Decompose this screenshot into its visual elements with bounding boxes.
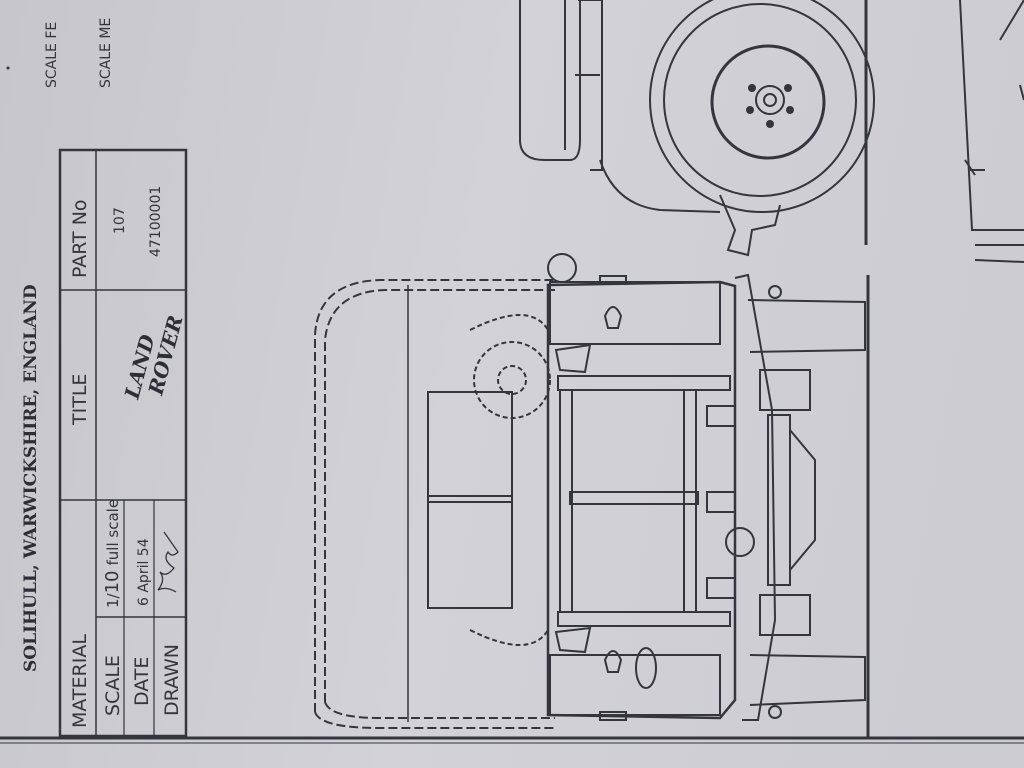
title-block: MATERIAL SCALE DATE DRAWN 1/10full scale… — [58, 148, 188, 738]
part-no-label: PART No — [69, 199, 91, 278]
company-line: SOLIHULL, WARWICKSHIRE, ENGLAND — [21, 284, 41, 672]
scale-label: SCALE — [102, 655, 124, 716]
drawn-signature — [157, 531, 179, 593]
speck-mark — [6, 66, 10, 70]
rear-view-drawing — [519, 0, 1024, 263]
material-label: MATERIAL — [69, 634, 91, 728]
drawn-label: DRAWN — [161, 644, 183, 716]
scale-label-fe: SCALE FE — [44, 22, 60, 88]
svg-text:1/10full scale: 1/10full scale — [102, 499, 123, 608]
title-label: TITLE — [69, 374, 91, 426]
part-no-value-2: 47100001 — [148, 186, 164, 257]
sheet-border — [0, 0, 1024, 744]
front-view-drawing — [314, 253, 866, 729]
scale-value: 1/10full scale — [102, 499, 123, 608]
date-label: DATE — [131, 657, 153, 706]
scale-label-me: SCALE ME — [98, 18, 114, 88]
date-value: 6 April 54 — [136, 538, 152, 606]
part-no-value-1: 107 — [112, 207, 128, 234]
land-rover-logo: LAND ROVER — [119, 313, 187, 402]
